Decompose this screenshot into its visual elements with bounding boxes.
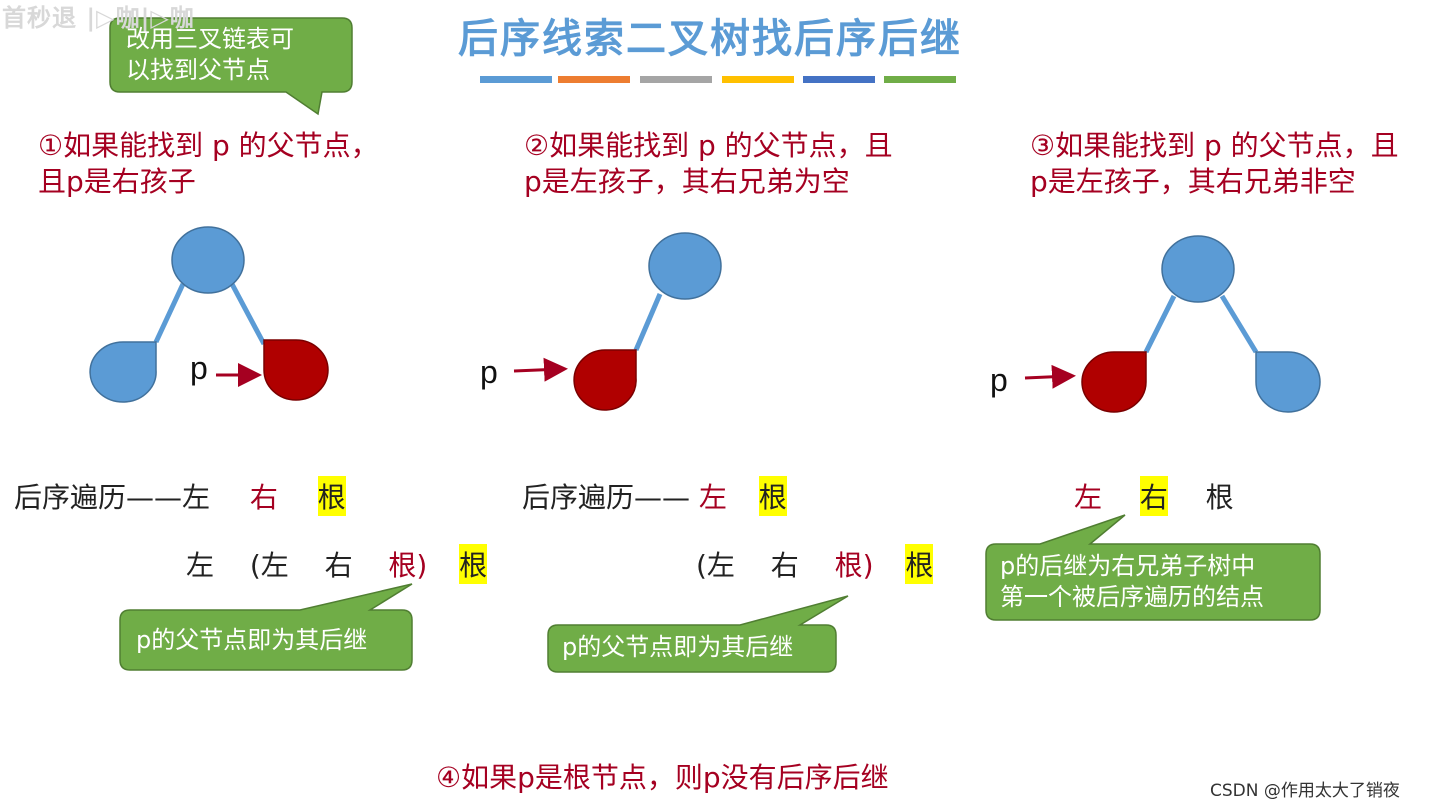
case2-expand-root: 根) (834, 549, 874, 582)
color-bar-6 (884, 76, 956, 83)
case3-traversal: 左 右 根 (1074, 476, 1234, 516)
case2-heading-line2: p是左孩子，其右兄弟为空 (524, 165, 850, 198)
case1-heading-line2: 且p是右孩子 (38, 165, 196, 198)
case1-expand-root: 根) (388, 549, 428, 582)
color-bar-5 (803, 76, 875, 83)
case2-bubble (547, 595, 849, 673)
case2-heading: ②如果能找到 p 的父节点，且 p是左孩子，其右兄弟为空 (524, 128, 893, 200)
case3-heading-line2: p是左孩子，其右兄弟非空 (1030, 165, 1356, 198)
callout-top-bubble (109, 17, 353, 116)
case3-heading: ③如果能找到 p 的父节点，且 p是左孩子，其右兄弟非空 (1030, 128, 1399, 200)
case1-root-node (171, 226, 245, 294)
case1-expand-open: (左 (249, 549, 289, 582)
color-bar-3 (640, 76, 712, 83)
case2-root-node (648, 232, 722, 300)
case2-expansion: (左 右 根) 根 (696, 544, 934, 584)
case1-tree (89, 226, 329, 403)
case1-expand-left: 左 (186, 549, 215, 582)
case3-bubble-line2: 第一个被后序遍历的结点 (1000, 583, 1264, 611)
case3-traversal-root: 根 (1205, 481, 1234, 514)
case3-root-node (1161, 235, 1235, 303)
page-title: 后序线索二叉树找后序后继 (458, 16, 962, 62)
case3-p-label: p (990, 362, 1008, 398)
case1-traversal: 后序遍历——左 右 根 (14, 476, 346, 516)
case2-expand-open: (左 (696, 549, 735, 582)
case4-text: ④如果p是根节点，则p没有后序后继 (436, 761, 889, 794)
case1-p-label: p (190, 350, 208, 386)
case1-expansion: 左 (左 右 根) 根 (186, 544, 488, 584)
case1-heading-line1: ①如果能找到 p 的父节点， (38, 129, 379, 162)
case1-traversal-root: 根 (317, 476, 346, 516)
case1-bubble (119, 583, 413, 671)
case1-bubble-text: p的父节点即为其后继 (136, 626, 368, 654)
case2-p-label: p (480, 354, 498, 390)
case3-heading-line1: ③如果能找到 p 的父节点，且 (1030, 129, 1399, 162)
case1-p-node (263, 339, 329, 401)
case2-heading-line1: ②如果能找到 p 的父节点，且 (524, 129, 893, 162)
case1-heading: ①如果能找到 p 的父节点， 且p是右孩子 (38, 128, 379, 200)
case2-traversal-root: 根 (758, 476, 787, 516)
case2-tree (513, 232, 722, 411)
color-bar-2 (558, 76, 630, 83)
case1-traversal-prefix: 后序遍历——左 (14, 481, 211, 514)
callout-top-text: 改用三叉链表可 以找到父节点 (126, 24, 294, 86)
csdn-credit: CSDN @作用太大了销夜 (1210, 781, 1400, 801)
case2-p-node (573, 349, 637, 411)
callout-top-line2: 以找到父节点 (126, 56, 270, 84)
case1-traversal-right: 右 (249, 481, 278, 514)
video-watermark: 首秒退 |▷咖|▷咖 (2, 4, 195, 32)
case3-right-sibling-node (1255, 351, 1321, 413)
case2-traversal-left: 左 (698, 481, 727, 514)
case2-expand-right: 右 (770, 549, 799, 582)
case1-left-leaf (89, 341, 157, 403)
case2-traversal: 后序遍历—— 左 根 (522, 476, 787, 516)
case1-expand-root-hl: 根 (459, 544, 488, 584)
case3-p-node (1081, 351, 1147, 413)
case2-bubble-text: p的父节点即为其后继 (562, 633, 794, 661)
case1-expand-right: 右 (324, 549, 353, 582)
case3-traversal-left: 左 (1074, 481, 1103, 514)
case2-expand-root-hl: 根 (905, 544, 934, 584)
color-bar-1 (480, 76, 552, 83)
case3-tree (1024, 235, 1321, 413)
case3-bubble-line1: p的后继为右兄弟子树中 (1000, 552, 1256, 580)
case2-traversal-prefix: 后序遍历—— (522, 481, 691, 514)
case3-bubble-text: p的后继为右兄弟子树中 第一个被后序遍历的结点 (1000, 551, 1264, 613)
callout-top-line1: 改用三叉链表可 (126, 25, 294, 53)
case3-bubble (985, 514, 1321, 621)
case3-traversal-right: 右 (1139, 476, 1168, 516)
color-bar-4 (722, 76, 794, 83)
